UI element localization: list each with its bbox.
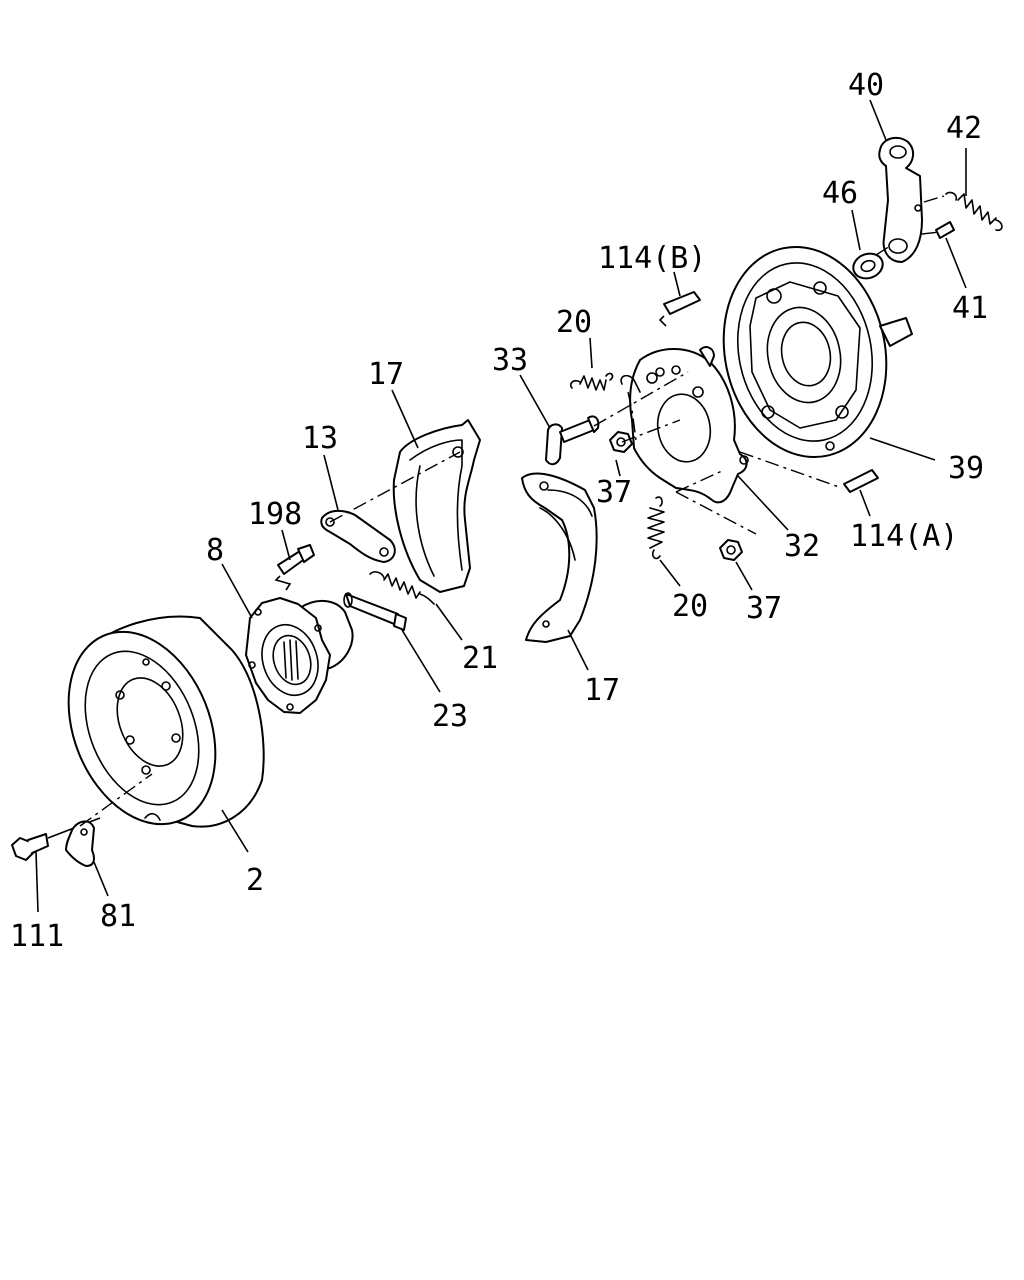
label-17-upper: 17 [368, 357, 404, 392]
label-114b: 114(B) [598, 241, 706, 276]
stud-114a-part [843, 469, 879, 493]
assembly-lines [79, 195, 945, 827]
label-41: 41 [952, 291, 988, 326]
label-114a: 114(A) [850, 519, 958, 554]
spring-20-lower-part [647, 496, 665, 560]
label-13: 13 [302, 421, 338, 456]
lever-arm-40-part [878, 136, 923, 263]
label-198: 198 [248, 497, 302, 532]
stud-198-part [274, 544, 315, 591]
label-39: 39 [948, 451, 984, 486]
label-37-upper: 37 [596, 475, 632, 510]
label-40: 40 [848, 68, 884, 103]
label-2: 2 [246, 863, 264, 898]
spring-20-upper-part [569, 372, 614, 391]
pin-33-part [545, 415, 600, 466]
lever-plate-32-part [620, 346, 749, 504]
label-20-upper: 20 [556, 305, 592, 340]
label-8: 8 [206, 533, 224, 568]
label-111: 111 [10, 919, 64, 954]
pin-41-part [935, 221, 955, 239]
brake-shoe-lower-part [521, 472, 598, 643]
washer-46-part [852, 252, 884, 280]
stud-114b-part [658, 291, 701, 327]
brake-shoe-upper-part [392, 419, 481, 593]
label-23: 23 [432, 699, 468, 734]
nut-37-upper-part [609, 431, 633, 453]
pin-23-part [343, 592, 407, 631]
label-20-lower: 20 [672, 589, 708, 624]
link-13-part [320, 509, 396, 563]
spring-21-part [369, 571, 435, 605]
label-42: 42 [946, 111, 982, 146]
label-33: 33 [492, 343, 528, 378]
label-37-lower: 37 [746, 591, 782, 626]
clip-81-part [65, 820, 95, 867]
label-17-lower: 17 [584, 673, 620, 708]
label-46: 46 [822, 176, 858, 211]
brake-drum-part [67, 615, 265, 828]
leader-lines [35, 99, 967, 913]
backing-plate-39-part [722, 245, 913, 459]
spring-42-part [945, 191, 1003, 232]
label-21: 21 [462, 641, 498, 676]
label-32: 32 [784, 529, 820, 564]
label-81: 81 [100, 899, 136, 934]
callout-labels: 40 42 46 41 114(B) 20 33 17 13 198 8 37 … [10, 68, 988, 954]
hub-part [245, 597, 354, 714]
nut-37-lower-part [719, 539, 743, 561]
